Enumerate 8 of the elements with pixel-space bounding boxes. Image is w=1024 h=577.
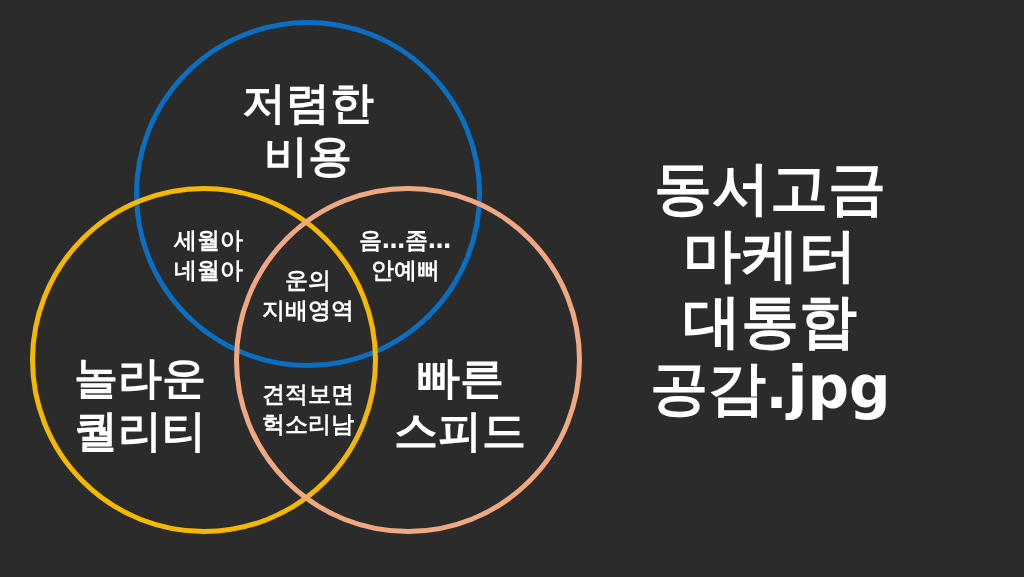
overlap-label: 음…좀… 안예뻐 <box>358 226 452 285</box>
overlap-label: 견적보면 헉소리남 <box>261 380 355 439</box>
circle-label: 빠른 스피드 <box>393 352 527 458</box>
circle-label: 놀라운 퀄리티 <box>73 352 207 458</box>
overlap-label: 세월아 네월아 <box>172 226 244 285</box>
circle-label: 저렴한 비용 <box>241 77 375 183</box>
overlap-label: 운의 지배영역 <box>261 266 355 325</box>
title: 동서고금 마케터 대통합 공감.jpg <box>648 154 892 422</box>
